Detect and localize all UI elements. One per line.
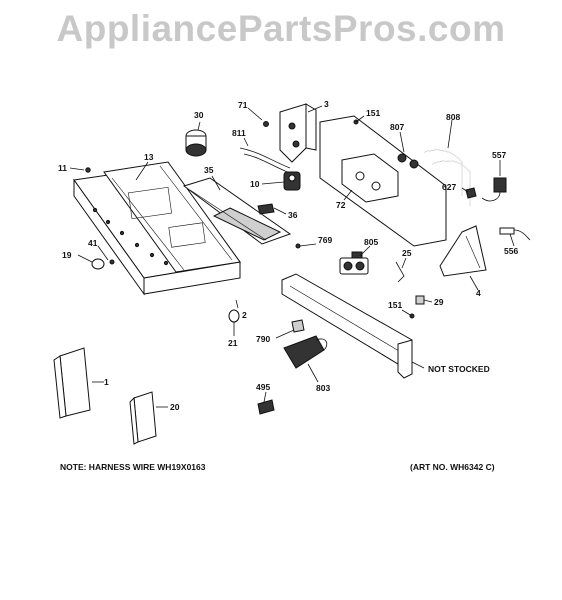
label-556: 556 — [504, 246, 518, 256]
label-4: 4 — [476, 288, 481, 298]
label-21: 21 — [228, 338, 238, 348]
control-board — [182, 177, 292, 245]
label-35: 35 — [204, 165, 214, 175]
label-11: 11 — [58, 163, 67, 173]
label-151-bottom: 151 — [388, 300, 402, 310]
label-151-top: 151 — [366, 108, 380, 118]
note-harness-wire: NOTE: HARNESS WIRE WH19X0163 — [60, 462, 206, 472]
label-803: 803 — [316, 383, 330, 393]
label-19: 19 — [62, 250, 72, 260]
watermark: AppliancePartsPros.com — [56, 8, 506, 49]
water-valve — [339, 251, 369, 275]
label-not-stocked: NOT STOCKED — [428, 364, 490, 374]
power-cord — [481, 177, 507, 202]
panel-frame — [103, 161, 241, 273]
label-790: 790 — [256, 334, 270, 344]
label-10: 10 — [250, 179, 260, 189]
label-1: 1 — [104, 377, 109, 387]
label-72: 72 — [336, 200, 346, 210]
label-13: 13 — [144, 152, 154, 162]
label-807: 807 — [390, 122, 404, 132]
label-41: 41 — [88, 238, 98, 248]
label-30: 30 — [194, 110, 204, 120]
label-3: 3 — [324, 99, 329, 109]
label-71: 71 — [238, 100, 248, 110]
label-808: 808 — [446, 112, 460, 122]
label-627: 627 — [442, 182, 456, 192]
label-25: 25 — [402, 248, 412, 258]
label-557: 557 — [492, 150, 506, 160]
label-36: 36 — [288, 210, 298, 220]
part-36 — [257, 203, 275, 215]
art-number: (ART NO. WH6342 C) — [410, 462, 495, 472]
label-769: 769 — [318, 235, 332, 245]
inlet-hoses — [397, 149, 471, 206]
bracket — [279, 103, 317, 163]
label-495: 495 — [256, 382, 270, 392]
label-805: 805 — [364, 237, 378, 247]
pressure-switch — [283, 171, 301, 191]
label-20: 20 — [170, 402, 180, 412]
side-bracket — [439, 225, 487, 277]
part-556 — [499, 227, 531, 241]
backsplash — [319, 115, 447, 247]
manual-book — [53, 347, 91, 419]
label-29: 29 — [434, 297, 444, 307]
label-811: 811 — [232, 128, 246, 138]
label-2: 2 — [242, 310, 247, 320]
capacitor — [185, 129, 207, 157]
guide-book — [129, 391, 157, 445]
cover-bracket — [281, 273, 413, 379]
dispenser — [283, 319, 328, 369]
